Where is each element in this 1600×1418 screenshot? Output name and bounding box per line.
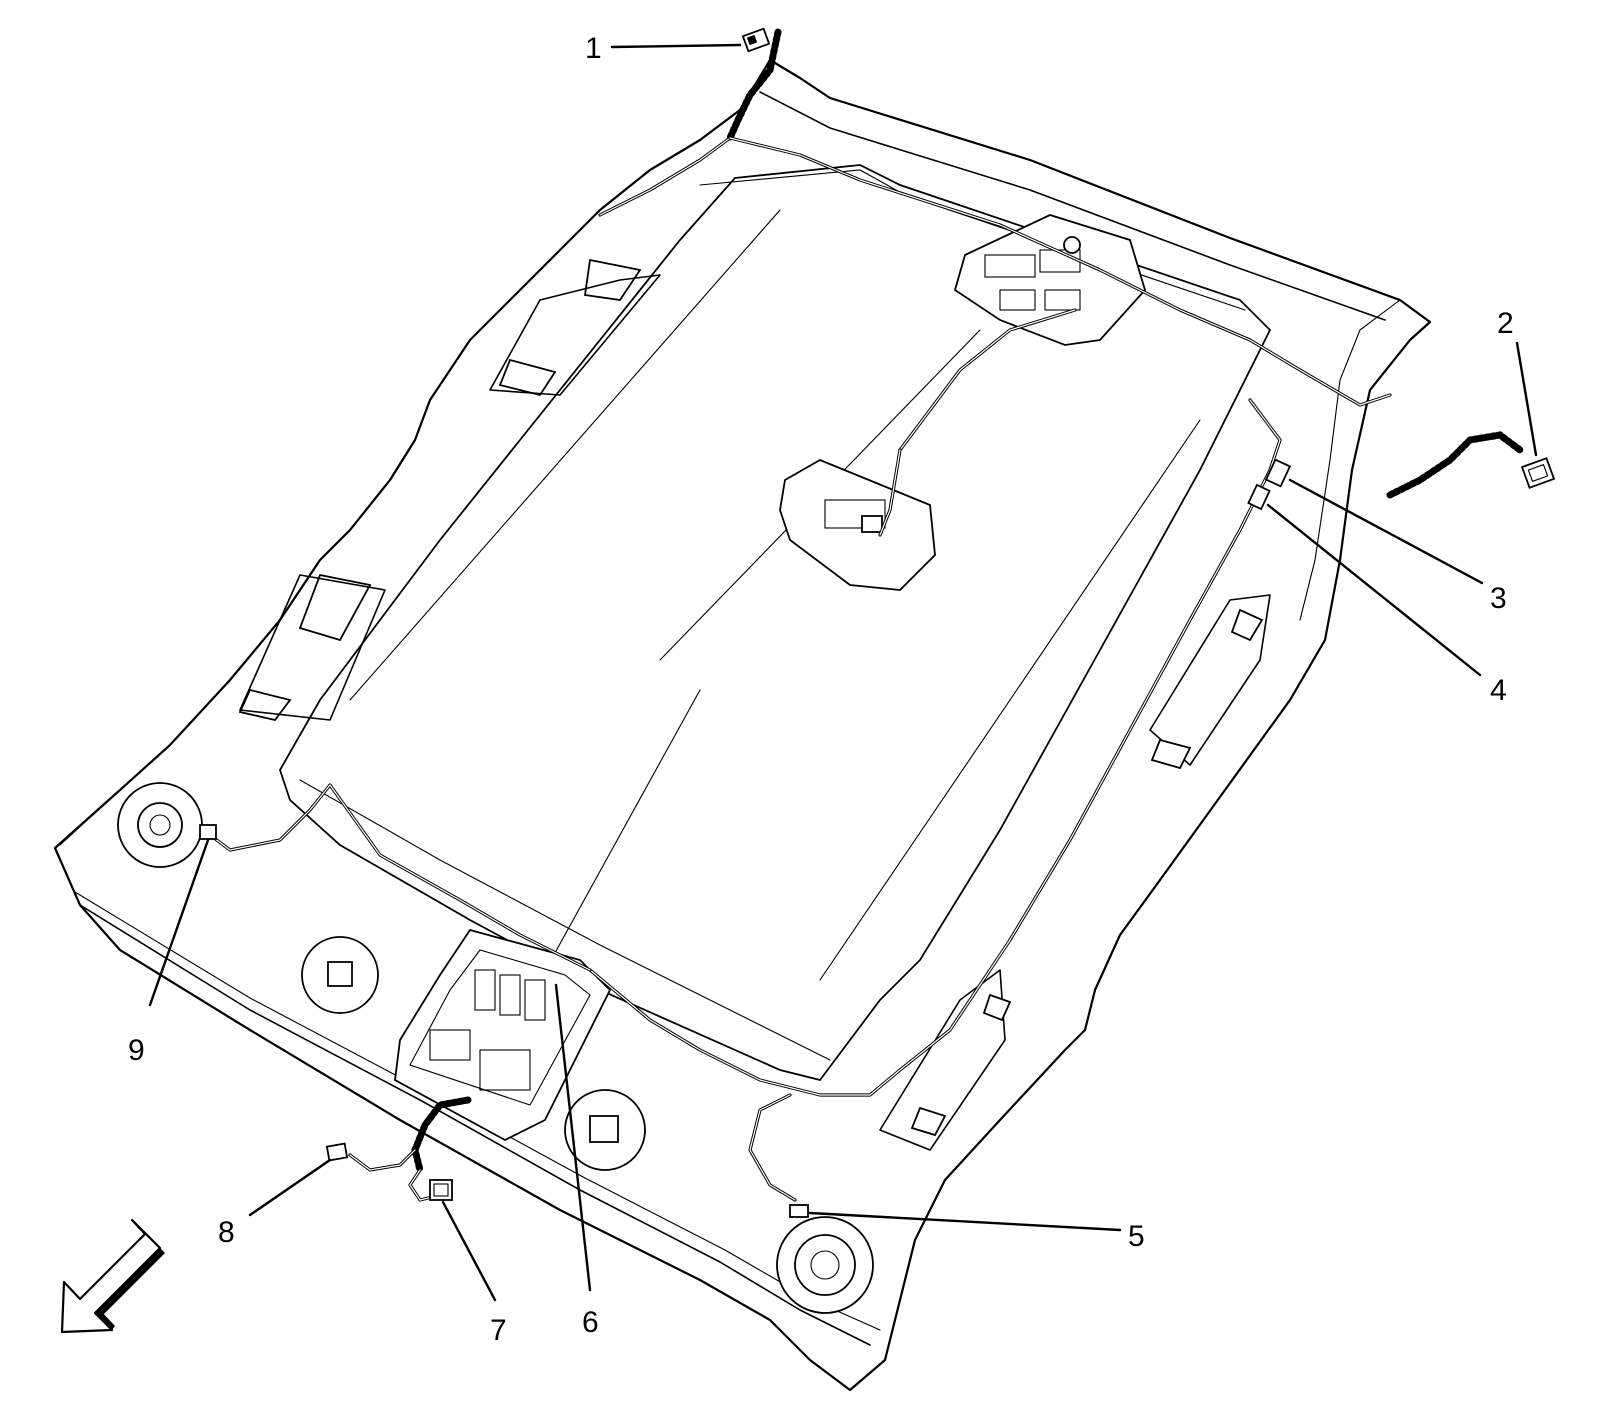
callout-labels: 1 2 3 4 5 6 7 8 9 [128,32,1514,1347]
connector-8 [325,1142,349,1162]
leader-1 [610,43,742,49]
leader-6 [554,983,592,1292]
connector-5 [789,1204,809,1218]
callout-1: 1 [585,32,602,65]
callout-5: 5 [1128,1220,1145,1253]
wiring-harness [208,28,1524,1202]
left-side-pockets [238,258,661,722]
leader-7 [441,1200,497,1302]
callout-8: 8 [218,1216,235,1249]
connector-7 [429,1179,453,1201]
left-sunvisor-clip [301,936,379,1014]
front-speaker [776,1216,874,1314]
callout-4: 4 [1490,674,1507,707]
callout-7: 7 [490,1314,507,1347]
connector-3 [1264,458,1292,488]
sunroof-opening [279,164,1272,1082]
center-module-pocket [779,459,936,591]
leader-3 [1288,478,1484,585]
leader-5 [808,1211,1122,1232]
connector-4 [1247,483,1271,511]
right-side-pockets [879,594,1271,1151]
leader-2 [1515,341,1538,457]
leader-lines [148,43,1538,1302]
right-sunvisor-clip [564,1089,646,1171]
callout-6: 6 [582,1306,599,1339]
callout-2: 2 [1497,307,1514,340]
front-direction-arrow-icon [60,1218,165,1334]
leader-4 [1266,503,1482,677]
leader-8 [248,1158,332,1217]
connector-2 [1520,457,1556,489]
callout-9: 9 [128,1034,145,1067]
leader-9 [148,838,210,1007]
rear-lamp-module [953,214,1147,346]
connector-1 [741,27,771,53]
connector-9 [199,824,217,840]
callout-3: 3 [1490,582,1507,615]
left-rear-speaker [117,782,203,868]
